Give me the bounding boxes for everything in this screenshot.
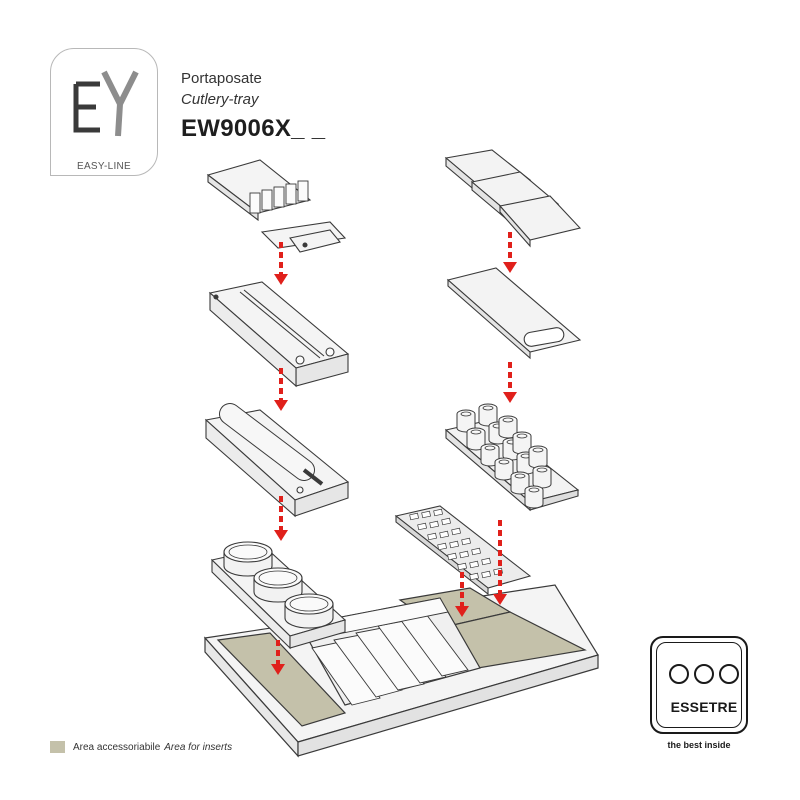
insert-area-swatch <box>50 741 65 753</box>
ey-logo-icon <box>73 70 139 137</box>
legend-label-english: Area for inserts <box>164 741 233 753</box>
grid-divider-insert <box>394 505 532 596</box>
legend: Area accessoriabile Area for inserts <box>50 740 232 754</box>
legend-label-italian: Area accessoriabile <box>73 741 161 753</box>
insert-area-left <box>216 632 347 727</box>
cutlery-divider-insert <box>206 159 347 253</box>
product-code: EW9006X_ _ <box>181 115 326 142</box>
brand-name: ESSETRE <box>670 699 738 715</box>
round-container-insert <box>210 541 347 650</box>
three-circles-icon <box>669 664 739 684</box>
logo-caption: EASY-LINE <box>76 161 132 172</box>
cover-panel-with-handle <box>446 267 582 360</box>
sliding-cover-set <box>444 149 582 248</box>
easy-line-logo-frame <box>50 48 158 176</box>
knife-block-insert <box>208 281 350 388</box>
rolling-pin-holder-insert <box>204 403 350 518</box>
product-name-italian: Portaposate <box>181 70 262 87</box>
product-name-english: Cutlery-tray <box>181 91 259 108</box>
essetre-logo-inner-frame: ESSETRE <box>656 642 742 728</box>
spice-jar-rack-insert <box>444 403 580 512</box>
brand-tagline: the best inside <box>667 740 731 750</box>
assembly-arrows <box>271 232 517 675</box>
essetre-logo: ESSETRE <box>650 636 748 734</box>
